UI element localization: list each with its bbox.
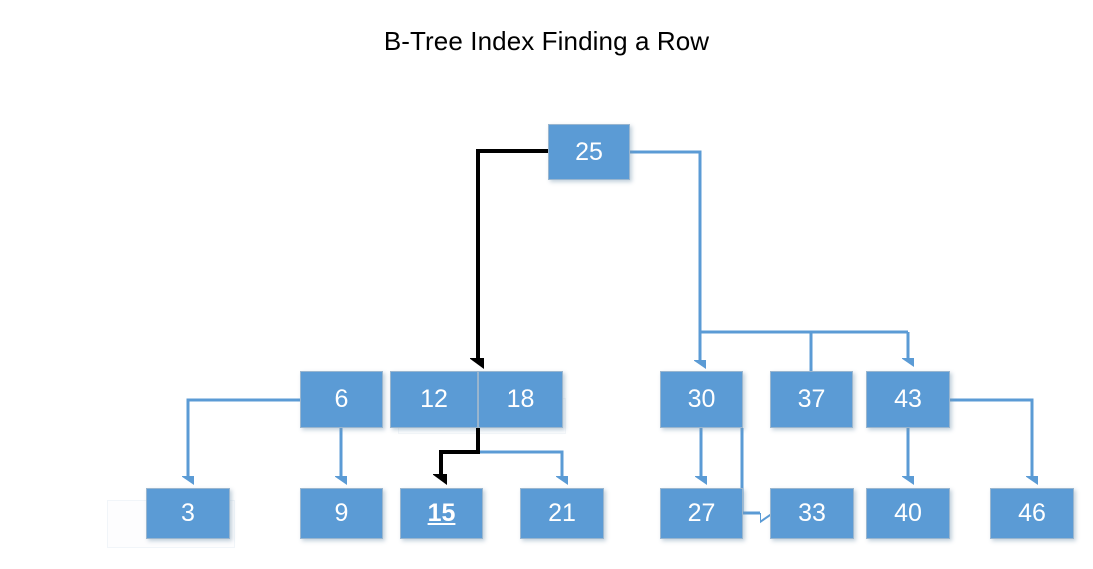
tree-node-leaf-33[interactable]: 33 bbox=[770, 488, 854, 539]
tree-node-internal-30[interactable]: 30 bbox=[660, 371, 743, 428]
tree-node-leaf-3[interactable]: 3 bbox=[146, 488, 230, 539]
tree-node-internal-43[interactable]: 43 bbox=[866, 371, 950, 428]
link-18-to-21 bbox=[478, 450, 562, 476]
search-link-18-to-15 bbox=[441, 428, 480, 474]
tree-node-leaf-9[interactable]: 9 bbox=[300, 488, 383, 539]
tree-node-leaf-21[interactable]: 21 bbox=[520, 488, 604, 539]
tree-node-leaf-27[interactable]: 27 bbox=[660, 488, 743, 539]
link-43-to-46 bbox=[950, 398, 1032, 476]
link-right-bus bbox=[700, 330, 908, 371]
tree-node-internal-12[interactable]: 12 bbox=[390, 371, 478, 428]
search-link-25-to-18 bbox=[478, 149, 548, 358]
tree-node-internal-18[interactable]: 18 bbox=[478, 371, 563, 428]
tree-node-internal-6[interactable]: 6 bbox=[300, 371, 383, 428]
page-title: B-Tree Index Finding a Row bbox=[383, 26, 710, 56]
link-6-to-3 bbox=[188, 398, 300, 476]
tree-node-leaf-46[interactable]: 46 bbox=[990, 488, 1074, 539]
tree-node-leaf-15-target[interactable]: 15 bbox=[400, 488, 483, 539]
link-root-to-right-subtree bbox=[630, 150, 702, 332]
tree-node-leaf-40[interactable]: 40 bbox=[866, 488, 950, 539]
tree-node-root[interactable]: 25 bbox=[548, 124, 630, 180]
tree-node-internal-37[interactable]: 37 bbox=[770, 371, 853, 428]
